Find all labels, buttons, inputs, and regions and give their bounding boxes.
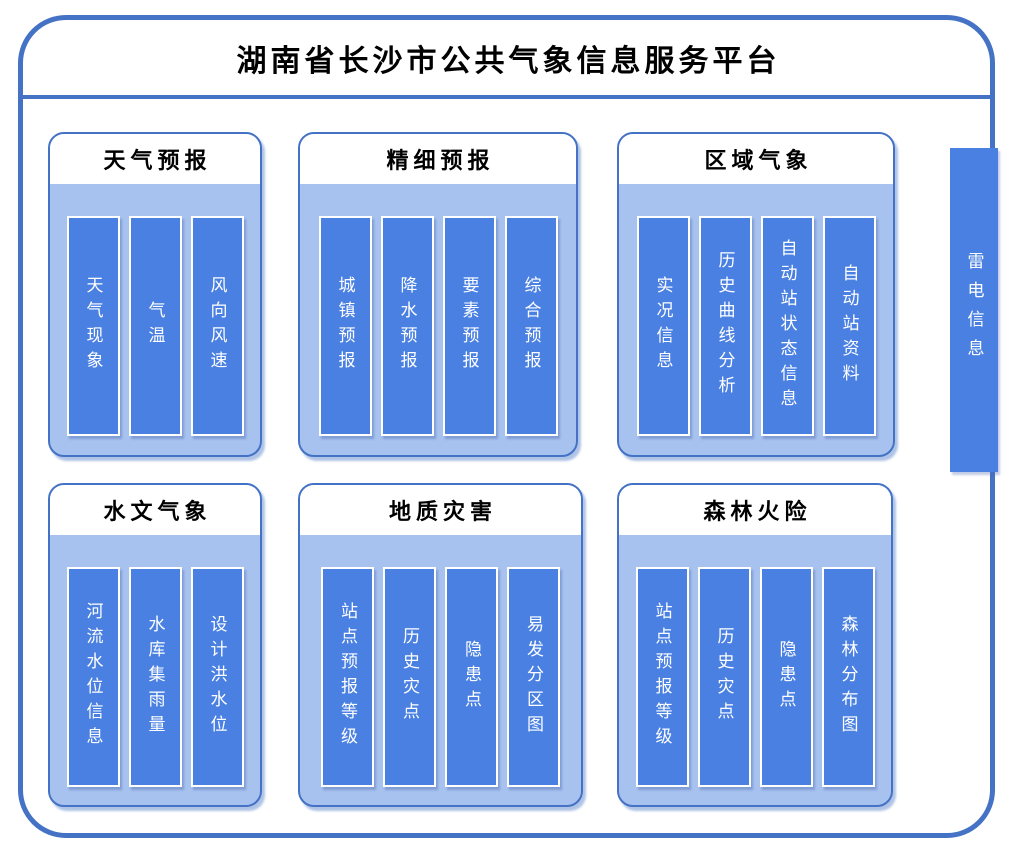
module-label: 隐患点 [462, 639, 481, 715]
module-label: 风向风速 [207, 276, 227, 376]
module-bar: 自动站状态信息 [760, 216, 814, 436]
module-bar: 历史灾点 [697, 567, 751, 787]
module-label: 站点预报等级 [652, 602, 672, 752]
panel-title: 区域气象 [619, 134, 893, 184]
module-bar: 综合预报 [504, 216, 558, 436]
module-bar: 自动站资料 [822, 216, 876, 436]
module-bar: 实况信息 [636, 216, 690, 436]
module-label: 森林分布图 [838, 614, 858, 740]
module-label: 要素预报 [459, 276, 479, 376]
panel-title: 精细预报 [300, 134, 576, 184]
panel-body: 站点预报等级 历史灾点 隐患点 森林分布图 [619, 535, 891, 805]
outer-frame: 湖南省长沙市公共气象信息服务平台 天气预报天气现象 气温 风向风速 精细预报城镇预报 降… [18, 15, 998, 838]
panel-body: 河流水位信息 水库集雨量 设计洪水位 [50, 535, 260, 805]
module-bar: 站点预报等级 [321, 567, 374, 787]
panel-weather-forecast: 天气预报天气现象 气温 风向风速 [48, 132, 262, 457]
module-bar: 天气现象 [66, 216, 120, 436]
panel-geological-hazard: 地质灾害站点预报等级 历史灾点 隐患点 易发分区图 [298, 483, 583, 807]
module-bar: 河流水位信息 [66, 567, 120, 787]
module-label: 气温 [145, 301, 165, 351]
module-bar: 站点预报等级 [635, 567, 689, 787]
module-label: 历史曲线分析 [715, 251, 735, 401]
module-bar: 森林分布图 [821, 567, 875, 787]
module-bar: 历史曲线分析 [698, 216, 752, 436]
module-label: 城镇预报 [335, 276, 355, 376]
module-bar: 降水预报 [380, 216, 434, 436]
module-bar: 易发分区图 [507, 567, 560, 787]
module-label: 历史灾点 [400, 627, 419, 727]
panel-body: 天气现象 气温 风向风速 [50, 184, 260, 455]
module-bar: 设计洪水位 [190, 567, 244, 787]
panel-title: 天气预报 [50, 134, 260, 184]
module-label: 易发分区图 [524, 614, 543, 740]
module-bar: 隐患点 [445, 567, 498, 787]
module-label: 自动站状态信息 [777, 238, 797, 414]
panel-title: 森林火险 [619, 485, 891, 535]
module-bar: 城镇预报 [318, 216, 372, 436]
panel-body: 实况信息 历史曲线分析 自动站状态信息 自动站资料 [619, 184, 893, 455]
module-bar: 风向风速 [190, 216, 244, 436]
panel-title: 水文气象 [50, 485, 260, 535]
module-bar: 历史灾点 [383, 567, 436, 787]
module-bar: 要素预报 [442, 216, 496, 436]
lightning-info-bar: 雷电信息 [950, 148, 998, 472]
module-label: 隐患点 [776, 639, 796, 715]
module-label: 设计洪水位 [207, 614, 227, 740]
module-bar: 气温 [128, 216, 182, 436]
lightning-info-label: 雷电信息 [964, 252, 984, 368]
panel-regional-meteorology: 区域气象实况信息 历史曲线分析 自动站状态信息 自动站资料 [617, 132, 895, 457]
module-label: 河流水位信息 [83, 602, 103, 752]
module-label: 水库集雨量 [145, 614, 165, 740]
module-label: 降水预报 [397, 276, 417, 376]
module-label: 实况信息 [653, 276, 673, 376]
page-title: 湖南省长沙市公共气象信息服务平台 [236, 44, 781, 78]
title-bar: 湖南省长沙市公共气象信息服务平台 [23, 20, 990, 99]
module-label: 站点预报等级 [338, 602, 357, 752]
module-label: 自动站资料 [839, 263, 859, 389]
module-label: 综合预报 [521, 276, 541, 376]
panel-body: 站点预报等级 历史灾点 隐患点 易发分区图 [300, 535, 581, 805]
panel-forest-fire-risk: 森林火险站点预报等级 历史灾点 隐患点 森林分布图 [617, 483, 893, 807]
module-label: 天气现象 [83, 276, 103, 376]
panel-title: 地质灾害 [300, 485, 581, 535]
module-label: 历史灾点 [714, 627, 734, 727]
panel-hydrological-meteorology: 水文气象河流水位信息 水库集雨量 设计洪水位 [48, 483, 262, 807]
panel-fine-forecast: 精细预报城镇预报 降水预报 要素预报 综合预报 [298, 132, 578, 457]
panel-body: 城镇预报 降水预报 要素预报 综合预报 [300, 184, 576, 455]
module-bar: 隐患点 [759, 567, 813, 787]
module-bar: 水库集雨量 [128, 567, 182, 787]
